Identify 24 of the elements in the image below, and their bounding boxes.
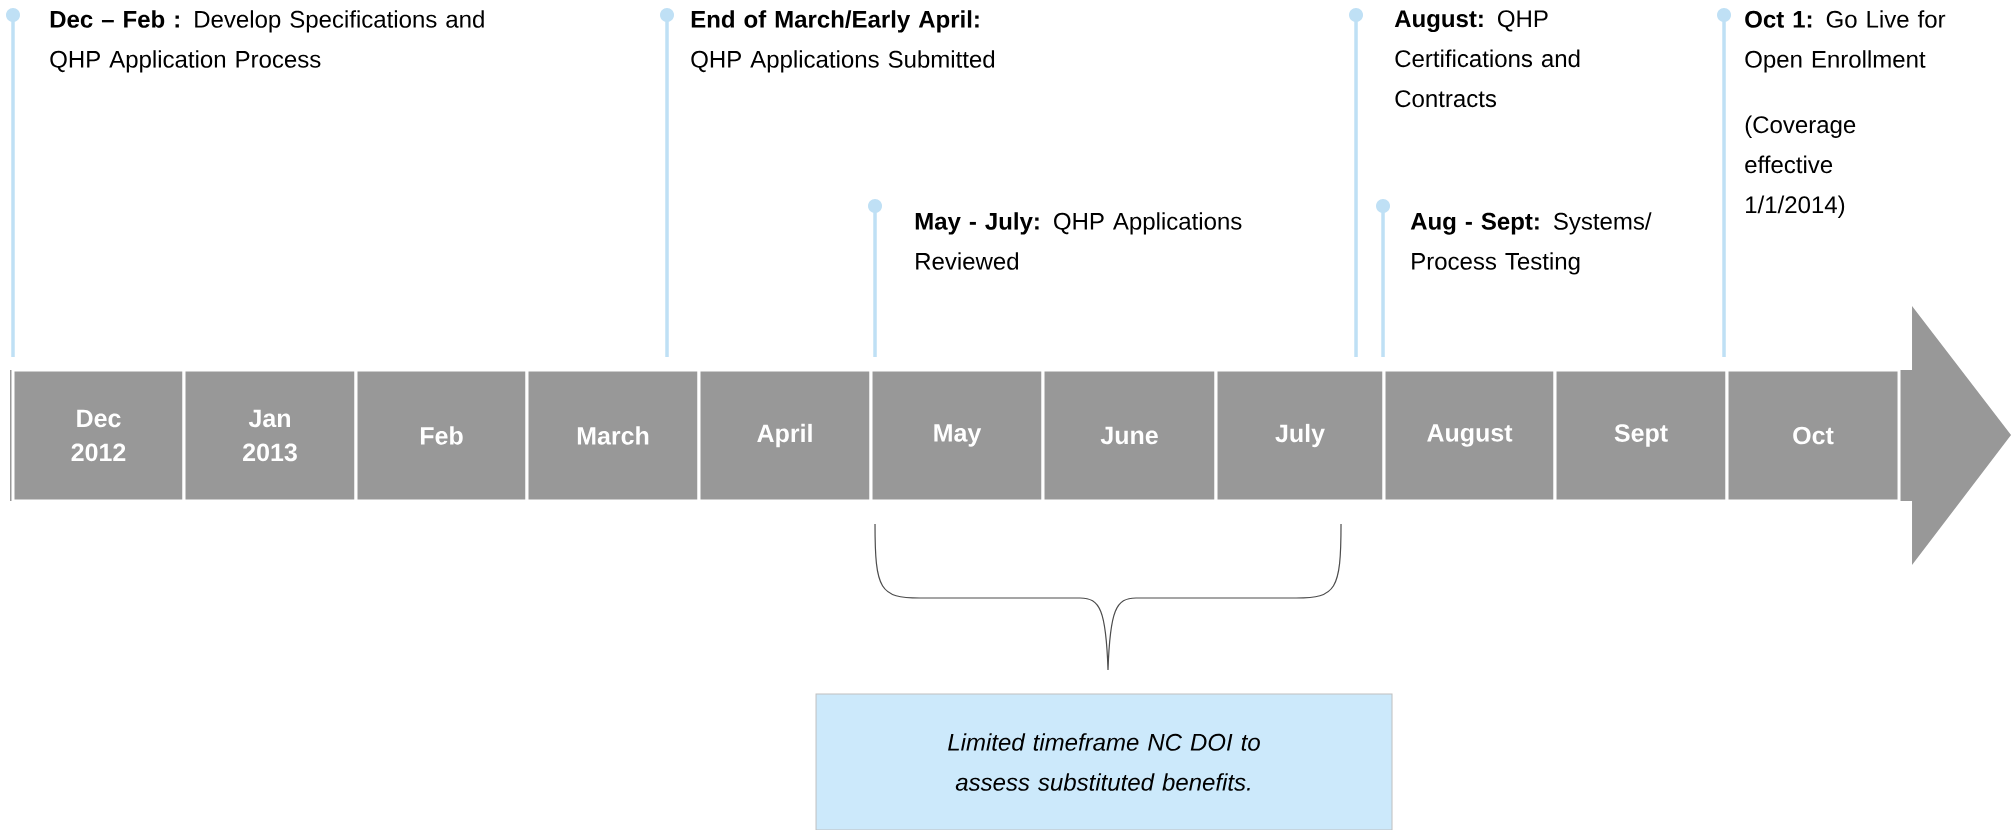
timeline-pin	[868, 199, 882, 357]
event-label: May - July: QHP Applications Reviewed	[915, 212, 1242, 270]
month-cell: July	[1214, 368, 1386, 503]
event-label: August: QHP Certifications and Contracts	[1394, 10, 1580, 108]
month-cell: Dec 2012	[11, 368, 186, 503]
month-cell: Feb	[354, 368, 529, 503]
event-label: End of March/Early April: QHP Applications Submitted	[691, 10, 995, 73]
timeline-pin	[660, 8, 674, 357]
event-label: Oct 1: Go Live for Open Enrollment (Coverage effective 1/1/2014)	[1745, 10, 1946, 218]
timeline-pin	[1349, 8, 1363, 357]
timeline-pin	[1717, 8, 1731, 357]
month-cell: August	[1382, 368, 1557, 503]
timeline-pin	[6, 8, 20, 357]
month-cell: Oct	[1725, 368, 1901, 503]
event-label: Dec – Feb : Develop Specifications and QHP Application Process	[50, 10, 484, 73]
event-label: Aug - Sept: Systems/ Process Testing	[1410, 212, 1652, 275]
month-cell: April	[697, 368, 873, 503]
month-cell: June	[1041, 368, 1218, 503]
timeline-pin	[1376, 199, 1390, 357]
month-cell: Sept	[1553, 368, 1729, 503]
month-cell: May	[869, 368, 1045, 503]
month-cell: March	[525, 368, 701, 503]
month-cell: Jan 2013	[182, 368, 358, 503]
callout-box: Limited timeframe NC DOI to assess substituted benefits.	[815, 693, 1393, 830]
